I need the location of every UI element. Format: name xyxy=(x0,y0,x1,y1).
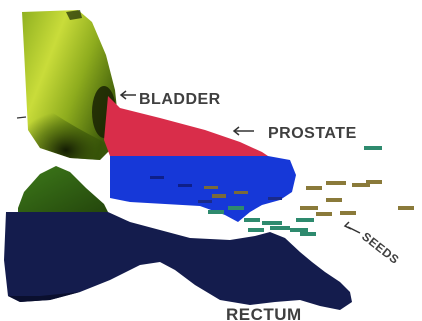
seed xyxy=(234,191,248,194)
seed xyxy=(208,210,224,214)
seed xyxy=(300,232,316,236)
bladder-label: BLADDER xyxy=(139,91,221,108)
prostate-lower xyxy=(110,156,296,222)
seeds-arrow xyxy=(345,222,360,233)
seed xyxy=(262,221,282,225)
seed xyxy=(340,211,356,215)
seed xyxy=(270,226,290,230)
seed xyxy=(316,212,332,216)
prostate-label: PROSTATE xyxy=(268,125,357,142)
seed xyxy=(204,186,218,189)
seed xyxy=(290,228,308,232)
bladder xyxy=(22,10,118,160)
rectum-label: RECTUM xyxy=(226,305,302,321)
prostate-arrow xyxy=(234,127,254,135)
seeds-label: SEEDS xyxy=(359,229,402,267)
seed xyxy=(178,184,192,187)
seed xyxy=(244,218,260,222)
seed xyxy=(296,218,314,222)
seed xyxy=(326,181,346,185)
left-tick-mark xyxy=(17,117,26,118)
seed xyxy=(228,206,244,210)
seed xyxy=(300,206,318,210)
seed xyxy=(366,180,382,184)
bladder-arrow xyxy=(121,91,136,99)
seed xyxy=(306,186,322,190)
seed xyxy=(150,176,164,179)
seed xyxy=(198,200,212,203)
seed xyxy=(212,194,226,198)
seed xyxy=(398,206,414,210)
seed xyxy=(364,146,382,150)
seed xyxy=(326,198,342,202)
seed xyxy=(268,197,282,200)
seed xyxy=(248,228,264,232)
